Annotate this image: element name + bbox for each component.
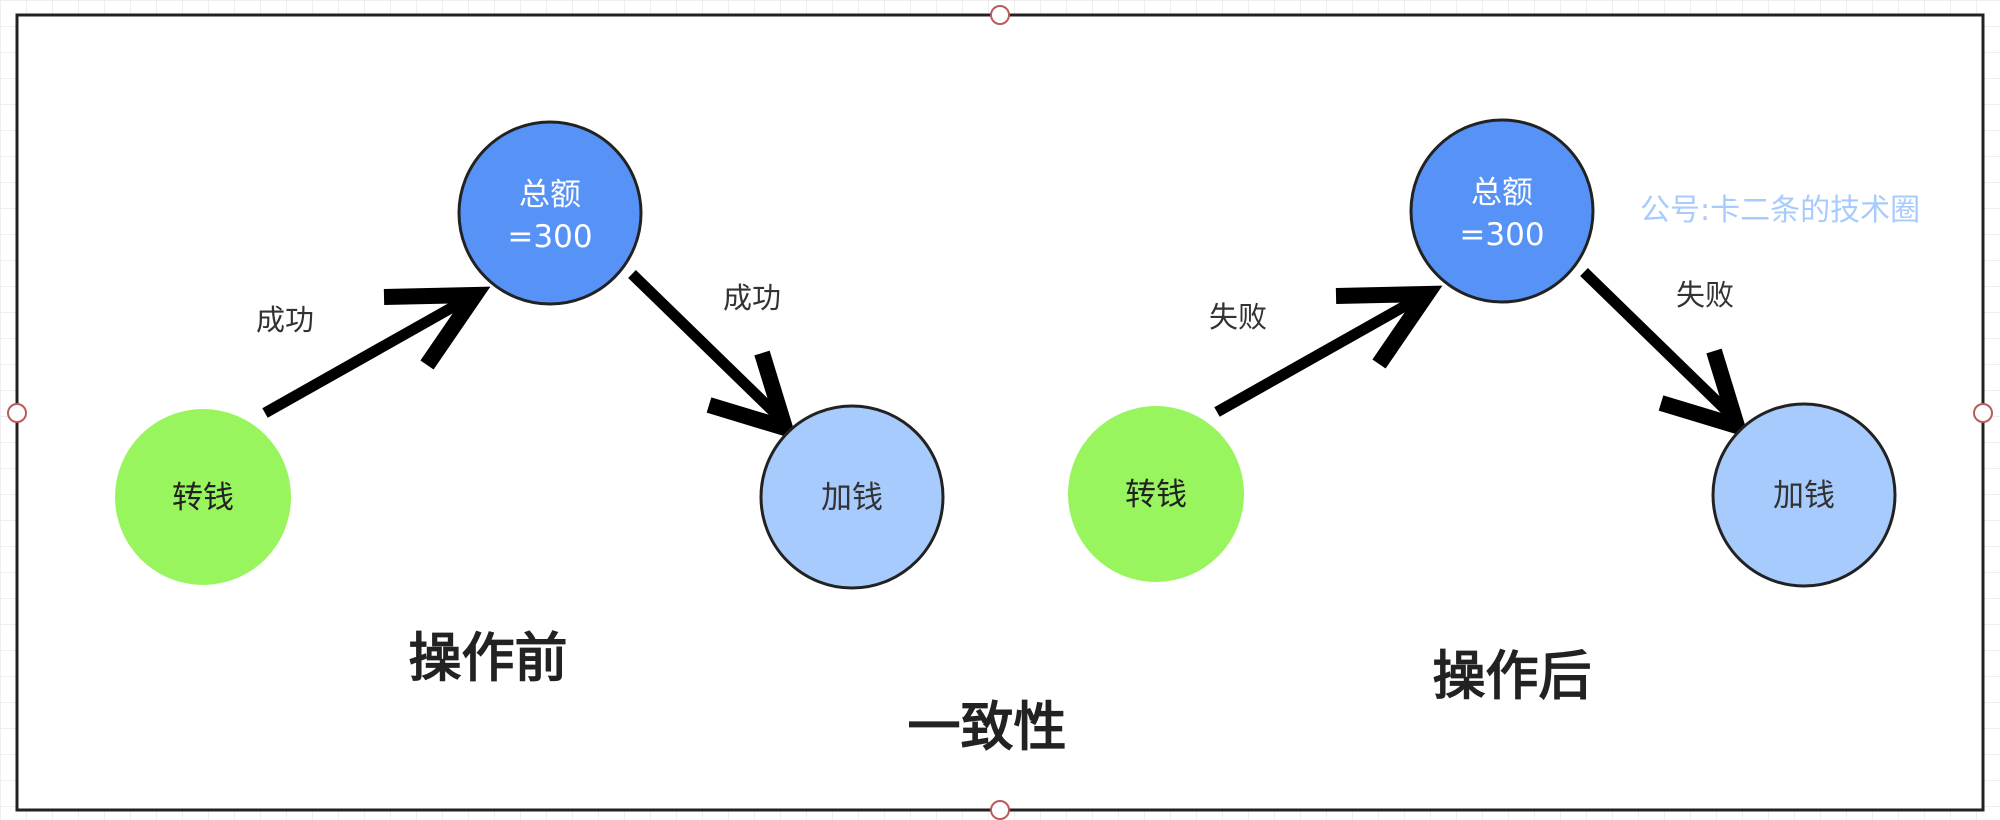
before-edge1-label: 成功	[256, 303, 314, 337]
before-edge2-label: 成功	[723, 281, 781, 315]
after-edge-transfer-to-total[interactable]	[1214, 285, 1443, 417]
after-group: 失败 失败 转钱 总额 =300 加钱 操作后 公号:卡二条的技术圈	[1068, 118, 1920, 707]
diagram-frame[interactable]	[15, 13, 1985, 812]
before-edge-transfer-to-total[interactable]	[262, 286, 491, 418]
before-transfer-node[interactable]	[115, 409, 291, 585]
after-caption: 操作后	[1433, 646, 1592, 707]
after-total-label-line1: 总额	[1471, 175, 1533, 211]
after-edge-total-to-add[interactable]	[1580, 268, 1750, 439]
resize-handle-top[interactable]	[990, 5, 1010, 25]
before-caption: 操作前	[409, 628, 568, 689]
after-transfer-node[interactable]	[1068, 406, 1244, 582]
after-add-node[interactable]	[1711, 402, 1897, 588]
after-add-label: 加钱	[1773, 478, 1835, 514]
before-add-node[interactable]	[759, 404, 945, 590]
resize-handle-right[interactable]	[1973, 403, 1993, 423]
before-add-label: 加钱	[821, 480, 883, 516]
center-caption: 一致性	[908, 697, 1067, 758]
before-group: 成功 成功 转钱 总额 =300 加钱 操作前	[115, 120, 945, 689]
before-total-label-line2: =300	[507, 219, 592, 255]
before-transfer-label: 转钱	[172, 480, 234, 516]
before-total-node[interactable]	[457, 120, 643, 306]
after-edge1-label: 失败	[1209, 300, 1267, 334]
after-transfer-label: 转钱	[1125, 477, 1187, 513]
resize-handle-bottom[interactable]	[990, 800, 1010, 820]
before-total-label-line1: 总额	[519, 177, 581, 213]
after-total-node[interactable]	[1409, 118, 1595, 304]
watermark-text: 公号:卡二条的技术圈	[1640, 193, 1920, 228]
before-edge-total-to-add[interactable]	[628, 270, 798, 441]
resize-handle-left[interactable]	[7, 403, 27, 423]
after-total-label-line2: =300	[1459, 217, 1544, 253]
after-edge2-label: 失败	[1676, 278, 1734, 312]
